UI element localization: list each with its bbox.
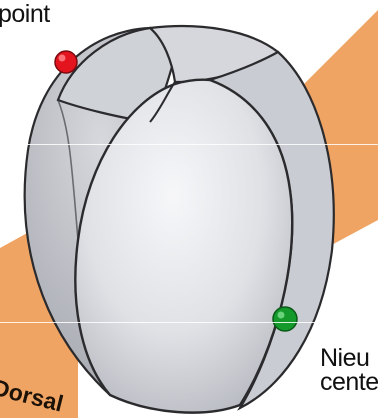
scan-artifact-line bbox=[0, 144, 378, 145]
label-nieuwkoop-line1: Nieu bbox=[320, 346, 378, 370]
red-marker-highlight bbox=[59, 55, 66, 62]
label-nieuwkoop-line2: cente bbox=[320, 370, 378, 394]
green-marker bbox=[273, 307, 297, 331]
label-point: point bbox=[0, 2, 50, 27]
red-marker bbox=[55, 51, 77, 73]
scan-artifact-line bbox=[0, 322, 378, 323]
label-nieuwkoop-center: Nieu cente bbox=[320, 346, 378, 394]
green-marker-highlight bbox=[278, 312, 285, 319]
